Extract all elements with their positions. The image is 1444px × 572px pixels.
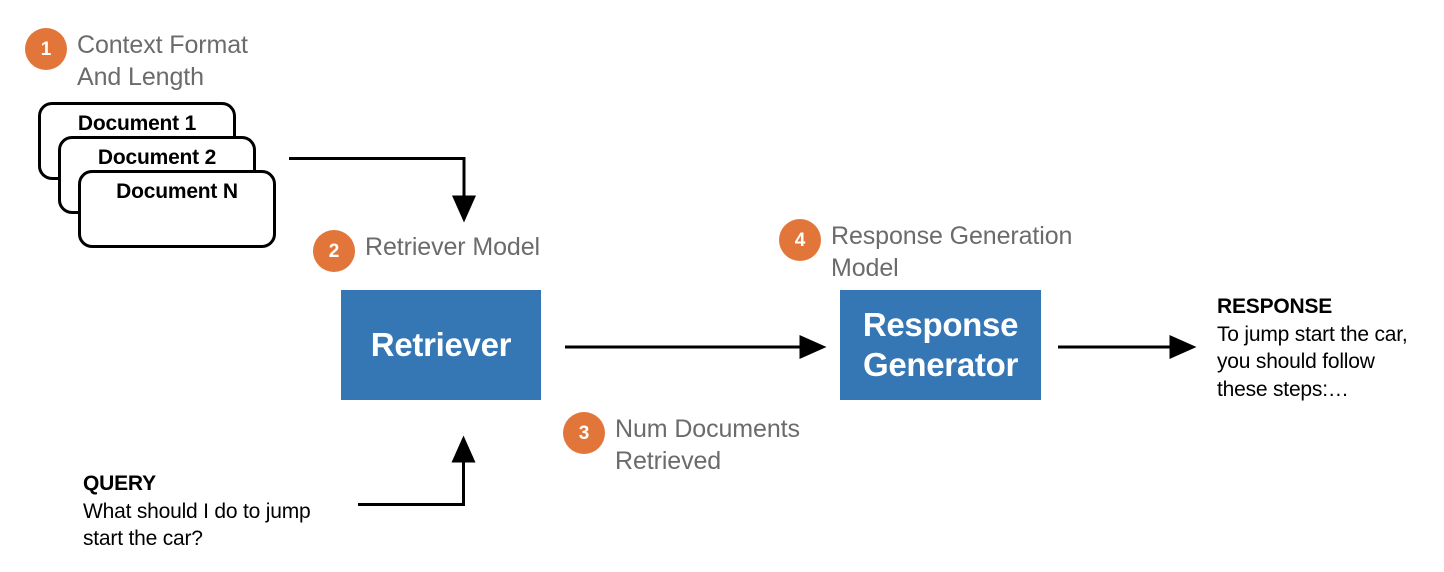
retriever-box-label: Retriever [370, 326, 512, 364]
query-body: What should I do to jump start the car? [83, 499, 311, 551]
step-badge-4: 4 [779, 219, 821, 261]
step-marker-1: 1 Context Format And Length [25, 28, 248, 93]
step-label-1: Context Format And Length [77, 31, 248, 91]
step-marker-4: 4 Response Generation Model [779, 219, 1072, 284]
step-badge-3: 3 [563, 412, 605, 454]
step-label-3: Num Documents Retrieved [615, 415, 800, 475]
response-text-block: RESPONSE To jump start the car, you shou… [1217, 293, 1408, 404]
response-generator-box-label: Response Generator [862, 306, 1019, 383]
step-marker-2: 2 Retriever Model [313, 230, 540, 272]
arrow-documents-to-retriever [289, 157, 476, 223]
document-card-n-title: Document N [116, 180, 238, 203]
step-marker-3: 3 Num Documents Retrieved [563, 412, 800, 477]
response-body: To jump start the car, you should follow… [1217, 322, 1408, 402]
document-card-2-title: Document 2 [97, 146, 217, 169]
response-generator-box: Response Generator [840, 290, 1041, 400]
document-card-n: Document N [78, 170, 276, 248]
query-heading: QUERY [83, 472, 156, 495]
step-label-2: Retriever Model [365, 233, 540, 261]
document-card-1-title: Document 1 [77, 112, 197, 135]
arrow-query-to-retriever [358, 435, 476, 506]
step-label-4: Response Generation Model [831, 222, 1073, 282]
step-badge-2: 2 [313, 230, 355, 272]
query-text-block: QUERY What should I do to jump start the… [83, 470, 311, 553]
response-heading: RESPONSE [1217, 295, 1333, 318]
step-badge-1: 1 [25, 28, 67, 70]
retriever-box: Retriever [341, 290, 541, 400]
